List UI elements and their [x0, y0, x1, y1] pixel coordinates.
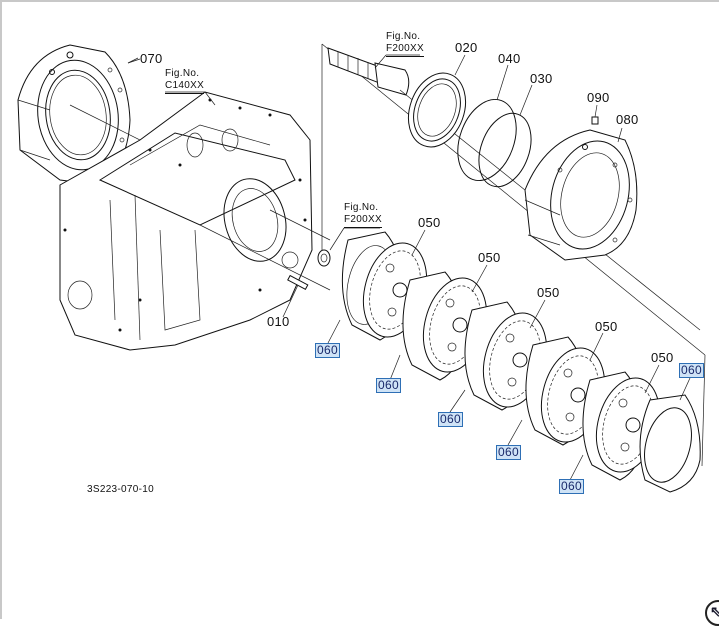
drawing-code: 3S223-070-10 [87, 484, 154, 495]
part-label-030[interactable]: 030 [530, 71, 553, 86]
part-label-050[interactable]: 050 [418, 215, 441, 230]
part-label-050[interactable]: 050 [537, 285, 560, 300]
fig-ref-number: F200XX [344, 214, 382, 228]
transmission-case[interactable] [59, 91, 331, 351]
part-070-brake-housing[interactable] [17, 44, 161, 186]
part-label-050[interactable]: 050 [478, 250, 501, 265]
fig-ref-prefix: Fig.No. [165, 68, 200, 79]
part-label-050[interactable]: 050 [595, 319, 618, 334]
brake-disc-stack [341, 231, 701, 493]
plate-060-6[interactable] [637, 394, 701, 493]
arrow-up-left-icon: ⇖ [710, 603, 719, 619]
leader-lines [127, 54, 691, 481]
part-080-brake-housing[interactable] [524, 129, 641, 261]
part-label-040[interactable]: 040 [498, 51, 521, 66]
expand-button[interactable]: ⇖ [705, 600, 719, 626]
fig-ref-f200-mid[interactable]: Fig.No. F200XX [344, 202, 382, 228]
part-label-060-highlighted[interactable]: 060 [315, 343, 340, 358]
part-label-070[interactable]: 070 [140, 51, 163, 66]
assembly-frame-lines [321, 43, 706, 467]
part-label-060-highlighted[interactable]: 060 [376, 378, 401, 393]
part-010-pin[interactable] [287, 274, 309, 291]
fig-ref-f200-top[interactable]: Fig.No. F200XX [386, 31, 424, 57]
part-040-snap-ring[interactable] [447, 91, 526, 188]
fig-ref-prefix: Fig.No. [344, 202, 379, 213]
part-label-060-highlighted[interactable]: 060 [559, 479, 584, 494]
part-label-010[interactable]: 010 [267, 314, 290, 329]
fig-ref-c140[interactable]: Fig.No. C140XX [165, 68, 205, 94]
part-label-020[interactable]: 020 [455, 40, 478, 55]
part-label-050[interactable]: 050 [651, 350, 674, 365]
part-label-060-highlighted[interactable]: 060 [496, 445, 521, 460]
part-label-060-highlighted[interactable]: 060 [679, 363, 704, 378]
fig-ref-number: C140XX [165, 80, 205, 94]
part-label-090[interactable]: 090 [587, 90, 610, 105]
part-label-080[interactable]: 080 [616, 112, 639, 127]
f200-mid-part[interactable] [317, 249, 331, 267]
part-030-o-ring[interactable] [469, 106, 540, 194]
fig-ref-number: F200XX [386, 43, 424, 57]
part-020-seal[interactable] [399, 65, 476, 155]
part-090-plug[interactable] [591, 116, 599, 125]
fig-ref-prefix: Fig.No. [386, 31, 421, 42]
part-label-060-highlighted[interactable]: 060 [438, 412, 463, 427]
